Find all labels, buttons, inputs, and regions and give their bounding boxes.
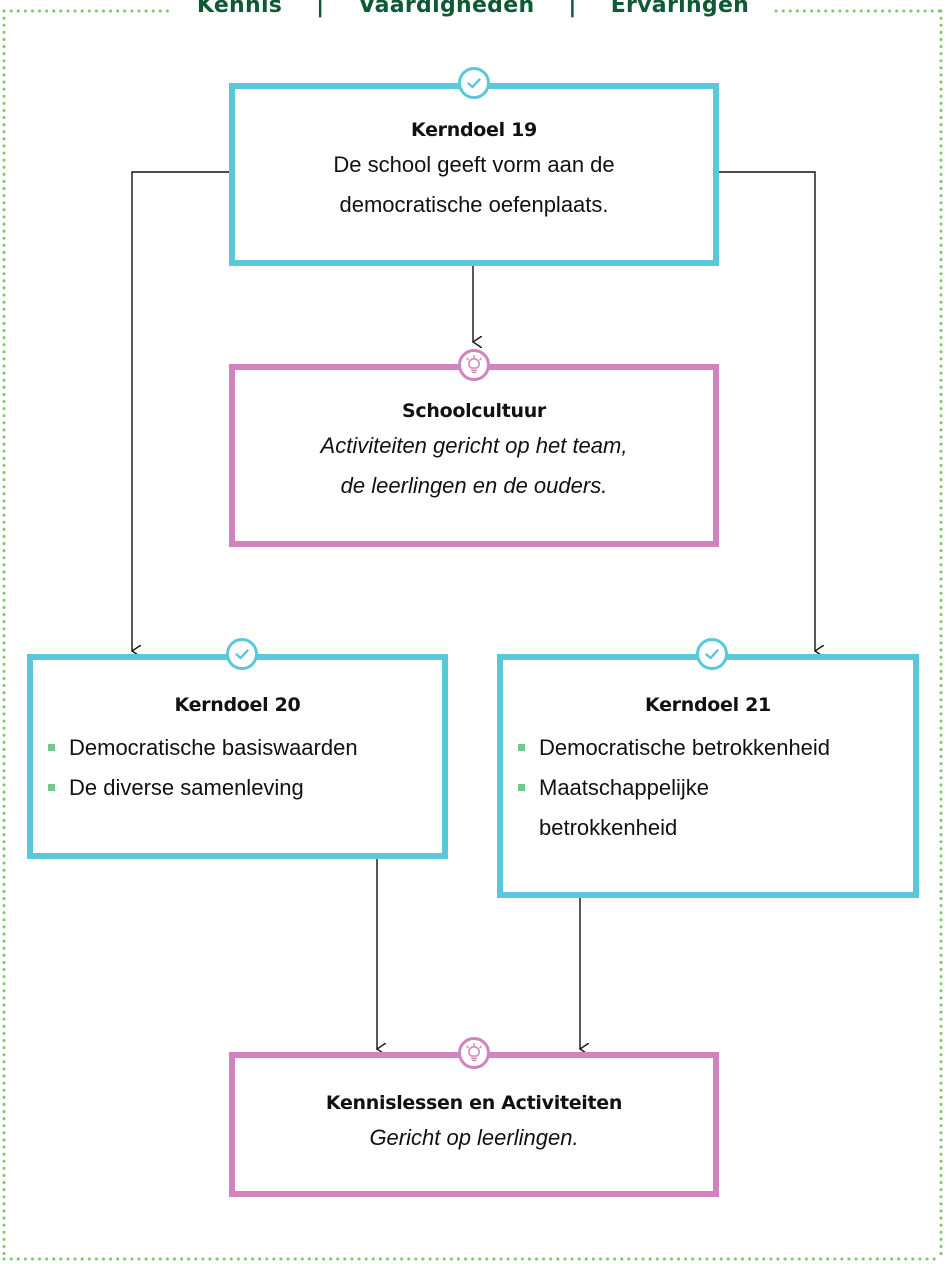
check-icon — [458, 67, 490, 99]
list-item: Maatschappelijke betrokkenheid — [503, 768, 913, 848]
list-item: De diverse samenleving — [33, 768, 442, 808]
header-item-vaardigheden: Vaardigheden — [358, 0, 535, 18]
arrow-19-to-kerndoel21 — [718, 171, 815, 651]
kennislessen-text: Gericht op leerlingen. — [369, 1125, 579, 1150]
header-item-ervaringen: Ervaringen — [610, 0, 750, 18]
kennislessen-title: Kennislessen en Activiteiten — [325, 1092, 623, 1114]
kerndoel-20-list: Democratische basiswaarden De diverse sa… — [33, 728, 442, 808]
kerndoel-20-title: Kerndoel 20 — [174, 694, 301, 716]
kerndoel-19-line-2: democratische oefenplaats. — [339, 192, 609, 217]
header-separator: | — [316, 0, 325, 18]
schoolcultuur-title: Schoolcultuur — [402, 400, 546, 422]
list-item-line-2: betrokkenheid — [539, 815, 678, 840]
schoolcultuur-text: Activiteiten gericht op het team, de lee… — [235, 426, 713, 506]
kerndoel-19-title: Kerndoel 19 — [411, 119, 537, 141]
header-separator: | — [568, 0, 577, 18]
kennislessen-box: Kennislessen en Activiteiten Gericht op … — [229, 1052, 719, 1197]
kerndoel-19-text: De school geeft vorm aan de democratisch… — [235, 145, 713, 225]
arrow-19-to-kerndoel20 — [132, 171, 229, 651]
kerndoel-19-box: Kerndoel 19 De school geeft vorm aan de … — [229, 83, 719, 266]
kerndoel-20-box: Kerndoel 20 Democratische basiswaarden D… — [27, 654, 448, 859]
header-title: Kennis | Vaardigheden | Ervaringen — [0, 0, 946, 20]
check-icon — [226, 638, 258, 670]
kerndoel-21-box: Kerndoel 21 Democratische betrokkenheid … — [497, 654, 919, 898]
dotted-frame — [2, 9, 943, 1261]
schoolcultuur-line-2: de leerlingen en de ouders. — [340, 473, 608, 498]
check-icon — [696, 638, 728, 670]
list-item: Democratische betrokkenheid — [503, 728, 913, 768]
kerndoel-21-list: Democratische betrokkenheid Maatschappel… — [503, 728, 913, 848]
lightbulb-icon — [458, 1037, 490, 1069]
list-item: Democratische basiswaarden — [33, 728, 442, 768]
header-item-kennis: Kennis — [196, 0, 283, 18]
schoolcultuur-box: Schoolcultuur Activiteiten gericht op he… — [229, 364, 719, 547]
lightbulb-icon — [458, 349, 490, 381]
kerndoel-21-title: Kerndoel 21 — [645, 694, 771, 716]
list-item-line-1: Maatschappelijke — [539, 775, 709, 800]
schoolcultuur-line-1: Activiteiten gericht op het team, — [320, 433, 628, 458]
kerndoel-19-line-1: De school geeft vorm aan de — [333, 152, 615, 177]
